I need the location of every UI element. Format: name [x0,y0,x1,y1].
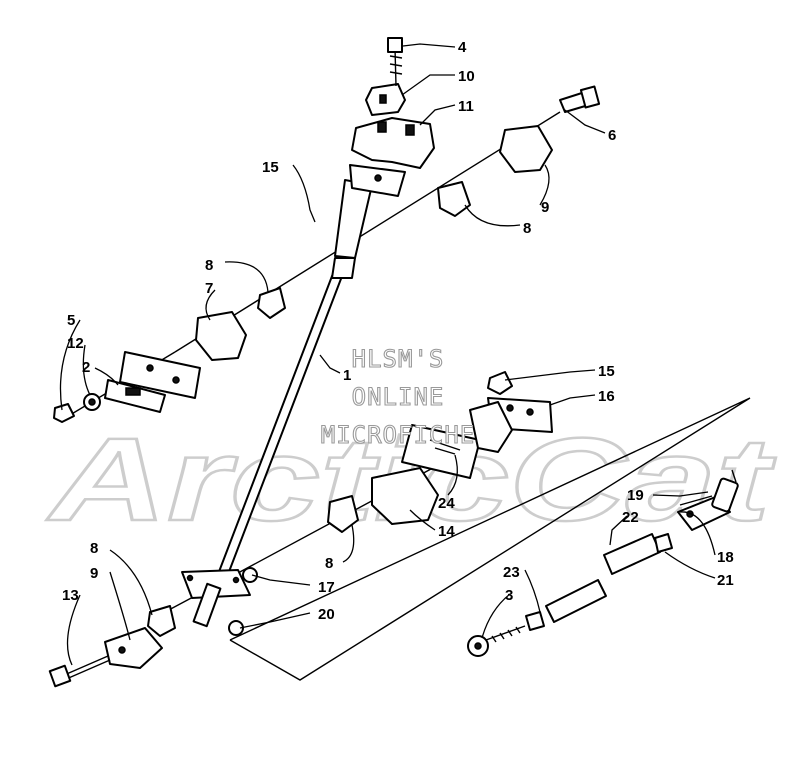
callout-12: 12 [67,335,84,352]
callout-15-top: 15 [262,159,279,176]
top-clamp [351,37,435,169]
callout-17: 17 [318,579,335,596]
callout-19: 19 [627,487,644,504]
callout-9-top: 9 [541,199,549,216]
callout-8-top: 8 [523,220,531,237]
callout-21: 21 [717,572,734,589]
callout-22: 22 [622,509,639,526]
callout-13: 13 [62,587,79,604]
callout-24: 24 [438,495,455,512]
callouts: 4 10 11 6 15 9 8 8 7 5 12 2 1 15 16 24 1… [62,39,734,623]
steering-column [181,164,406,628]
watermark-line-1: HLSM'S [352,345,445,373]
callout-6: 6 [608,127,616,144]
callout-7: 7 [205,280,213,297]
callout-2: 2 [82,359,90,376]
callout-8-left: 8 [205,257,213,274]
callout-15-right: 15 [598,363,615,380]
callout-23: 23 [503,564,520,581]
callout-16: 16 [598,388,615,405]
callout-18: 18 [717,549,734,566]
callout-8-center: 8 [325,555,333,572]
lower-center-clamp [327,371,553,533]
callout-10: 10 [458,68,475,85]
left-mount [53,287,286,423]
callout-1: 1 [343,367,351,384]
upper-right-bracket [437,85,601,217]
lower-left-bracket [48,567,258,688]
leader-lines [59,43,716,666]
tie-rod-assembly [467,469,739,657]
watermark-line-2: ONLINE [352,383,445,411]
callout-5: 5 [67,312,75,329]
callout-11: 11 [458,98,474,115]
callout-14: 14 [438,523,455,540]
callout-20: 20 [318,606,335,623]
callout-3: 3 [505,587,513,604]
callout-8-bottom: 8 [90,540,98,557]
watermark: HLSM'S ONLINE MICROFICHE [320,344,476,449]
callout-4: 4 [458,39,467,56]
watermark-line-3: MICROFICHE [321,421,476,449]
callout-9-bottom: 9 [90,565,98,582]
